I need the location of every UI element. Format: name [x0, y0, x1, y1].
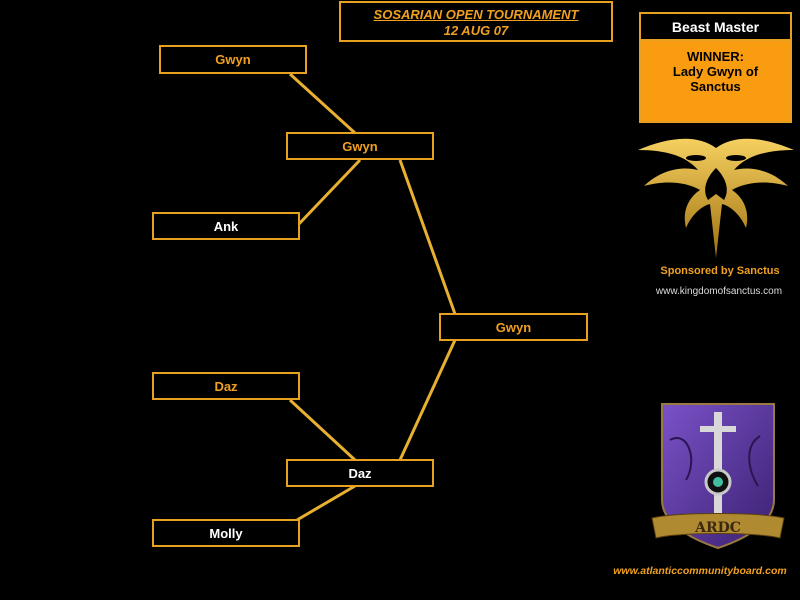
player-name: Ank: [213, 218, 239, 234]
player-name: Gwyn: [495, 319, 532, 335]
tournament-title: SOSARIAN OPEN TOURNAMENT 12 AUG 07: [339, 1, 613, 42]
connector-r1-3: [288, 398, 357, 462]
connector-r1-4: [296, 484, 356, 522]
connector-r1-2: [295, 158, 362, 228]
semifinal-slot-2: Daz: [286, 459, 434, 487]
award-winner: WINNER: Lady Gwyn of Sanctus: [641, 41, 790, 94]
winner-line2: Lady Gwyn of: [672, 64, 759, 79]
round1-slot-3: Daz: [152, 372, 300, 400]
round1-slot-4: Molly: [152, 519, 300, 547]
connector-sf-1: [398, 159, 457, 315]
player-name: Gwyn: [342, 138, 378, 154]
winner-line3: Sanctus: [690, 79, 741, 94]
final-slot: Gwyn: [439, 313, 588, 341]
footer-link[interactable]: www.atlanticcommunityboard.com: [613, 565, 787, 577]
connector-sf-2: [398, 339, 457, 461]
ardc-shield-icon: ARDC: [651, 403, 785, 550]
player-name: Gwyn: [215, 52, 251, 67]
player-name: Molly: [209, 525, 243, 541]
title-line1: SOSARIAN OPEN TOURNAMENT: [373, 7, 579, 22]
connector-r1-1: [288, 72, 357, 135]
shield-lettering: ARDC: [694, 520, 741, 536]
semifinal-slot-1: Gwyn: [286, 132, 434, 160]
round1-slot-2: Ank: [152, 212, 300, 240]
winner-line1: WINNER:: [686, 49, 745, 64]
round1-slot-1: Gwyn: [159, 45, 307, 74]
award-panel: Beast Master WINNER: Lady Gwyn of Sanctu…: [639, 12, 792, 123]
sponsor-link[interactable]: www.kingdomofsanctus.com: [655, 286, 783, 297]
award-title: Beast Master: [641, 14, 790, 41]
title-line2: 12 AUG 07: [443, 23, 509, 38]
player-name: Daz: [348, 465, 372, 481]
tribal-dragon-icon: [638, 138, 794, 258]
sponsor-label: Sponsored by Sanctus: [660, 265, 780, 277]
player-name: Daz: [214, 378, 238, 394]
